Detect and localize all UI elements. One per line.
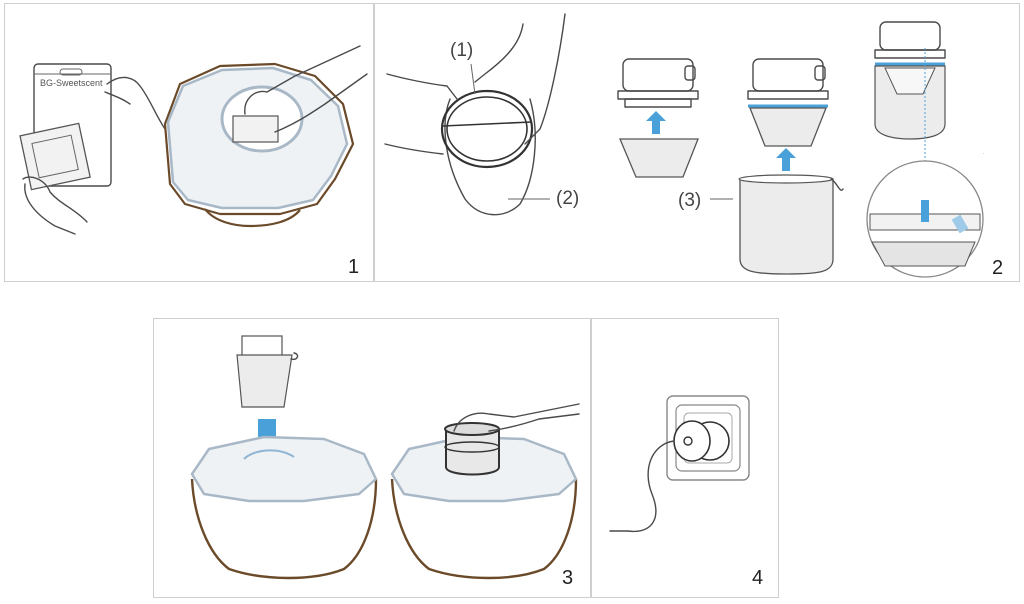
power-plug bbox=[673, 420, 730, 462]
motor-housing-2 bbox=[747, 58, 829, 147]
up-arrow-icon-2 bbox=[782, 156, 790, 171]
sachet-package bbox=[33, 63, 112, 187]
detail-zoom-circle bbox=[866, 160, 984, 278]
step-1-illustration bbox=[19, 45, 368, 235]
package-label: BG-Sweetscent bbox=[40, 78, 103, 88]
power-cable bbox=[609, 440, 675, 533]
sachet bbox=[19, 122, 91, 191]
callout-1: (1) bbox=[450, 40, 474, 61]
trap-device bbox=[163, 62, 355, 228]
step-3-illustration bbox=[190, 335, 580, 580]
motor-housing-1 bbox=[617, 58, 699, 108]
step-2-illustration: . bbox=[384, 13, 984, 278]
hand bbox=[453, 403, 580, 432]
hand-left bbox=[386, 73, 458, 100]
tiny-mark: . bbox=[983, 150, 984, 156]
ring bbox=[440, 89, 534, 169]
step-3-panel: 3 bbox=[153, 318, 591, 598]
trap-device-left bbox=[190, 435, 378, 580]
up-arrow-icon bbox=[652, 119, 660, 134]
inserting-hand bbox=[244, 45, 361, 115]
step-2-panel: . (1) (2) (3) 2 bbox=[374, 3, 1020, 282]
step-number: 3 bbox=[562, 567, 574, 589]
step-number: 1 bbox=[348, 256, 360, 278]
step-4-illustration bbox=[609, 395, 750, 533]
funnel bbox=[619, 138, 699, 178]
sachet-bag bbox=[440, 89, 536, 216]
right-hand bbox=[106, 76, 166, 130]
callout-2: (2) bbox=[556, 188, 580, 209]
trap-device-right bbox=[390, 422, 578, 580]
step-number: 4 bbox=[752, 567, 764, 589]
left-hand bbox=[22, 176, 88, 223]
callout-3: (3) bbox=[678, 190, 702, 211]
step-4-panel: 4 bbox=[591, 318, 779, 598]
down-arrow-icon bbox=[258, 419, 276, 441]
step-number: 2 bbox=[992, 257, 1004, 279]
sachet-bag bbox=[236, 335, 299, 408]
assembled-housing bbox=[874, 21, 946, 140]
step-1-panel: BG-Sweetscent 1 bbox=[4, 3, 374, 282]
catch-net bbox=[739, 178, 834, 275]
hand-right bbox=[474, 23, 524, 83]
